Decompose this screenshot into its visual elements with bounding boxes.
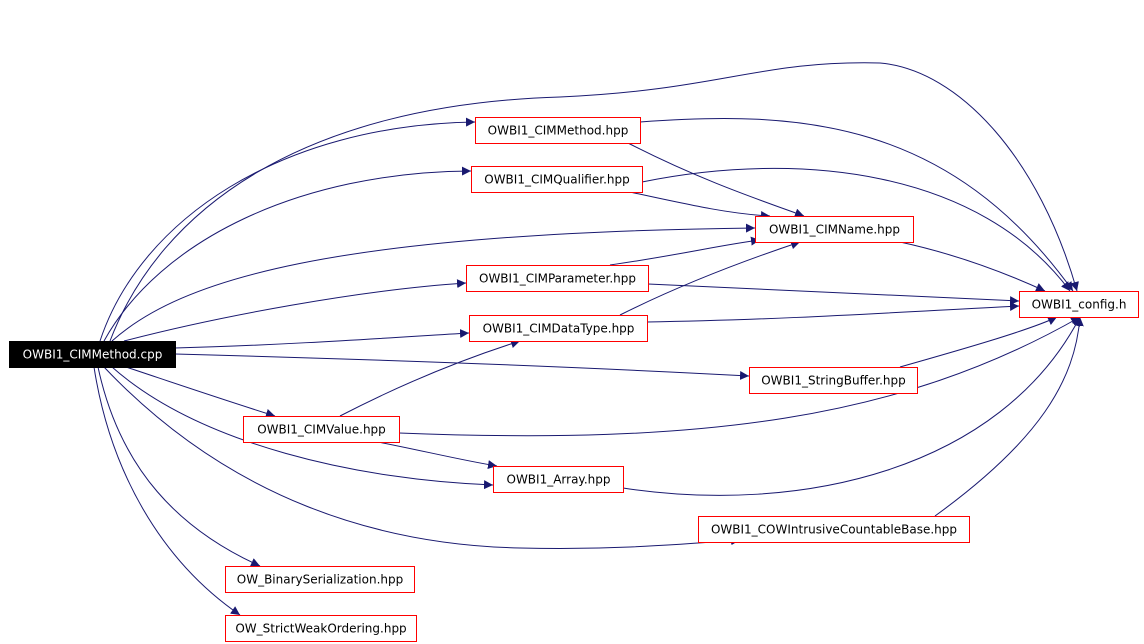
- node-root[interactable]: OWBI1_CIMMethod.cpp: [9, 341, 176, 368]
- edge-root-to-cimqualifier: [103, 166, 472, 342]
- edges-layer: [93, 62, 1084, 616]
- node-label: OW_BinarySerialization.hpp: [237, 573, 403, 587]
- node-cimdatatype[interactable]: OWBI1_CIMDataType.hpp: [469, 315, 648, 342]
- node-stringbuffer[interactable]: OWBI1_StringBuffer.hpp: [749, 367, 918, 394]
- edge-cimdatatype-to-cimname: [619, 240, 801, 316]
- node-box: [475, 117, 641, 144]
- node-label: OWBI1_CIMValue.hpp: [257, 423, 386, 437]
- node-box: [469, 315, 648, 342]
- edge-stringbuffer-to-config: [899, 316, 1058, 368]
- node-box: [466, 265, 649, 292]
- node-box: [698, 516, 970, 543]
- node-box: [9, 341, 176, 368]
- node-label: OWBI1_CIMParameter.hpp: [479, 272, 636, 286]
- node-label: OWBI1_CIMDataType.hpp: [483, 322, 635, 336]
- edge-cimparameter-to-cimname: [609, 236, 761, 266]
- edge-root-to-swo: [93, 366, 241, 616]
- edge-cimvalue-to-array: [377, 441, 498, 470]
- edge-root-to-cimmethod_hpp: [99, 117, 476, 342]
- edge-root-to-cimname: [111, 223, 756, 342]
- edge-cimvalue-to-cimdatatype: [339, 339, 521, 417]
- nodes-layer: OWBI1_CIMMethod.cpp OWBI1_CIMMethod.hppOW…: [9, 117, 1139, 642]
- node-label: OWBI1_config.h: [1032, 298, 1127, 312]
- node-label: OW_StrictWeakOrdering.hpp: [235, 622, 406, 636]
- node-box: [1019, 291, 1139, 318]
- node-box: [493, 466, 624, 493]
- node-label: OWBI1_CIMQualifier.hpp: [484, 173, 630, 187]
- edge-cimqualifier-to-cimname: [629, 191, 771, 221]
- node-label: OWBI1_CIMMethod.hpp: [488, 124, 629, 138]
- node-binser[interactable]: OW_BinarySerialization.hpp: [225, 566, 415, 593]
- node-cimmethod_hpp[interactable]: OWBI1_CIMMethod.hpp: [475, 117, 641, 144]
- edge-root-to-cow: [103, 366, 741, 550]
- edge-cimmethod_hpp-to-cimname: [627, 142, 805, 218]
- edge-root-to-binser: [97, 366, 261, 567]
- edge-cimparameter-to-config: [647, 283, 1020, 306]
- edge-cimname-to-config: [899, 241, 1046, 292]
- node-cimqualifier[interactable]: OWBI1_CIMQualifier.hpp: [471, 166, 643, 193]
- edge-array-to-config: [622, 316, 1081, 496]
- edge-root-to-cimdatatype: [174, 329, 470, 349]
- edge-root-to-cimvalue: [125, 366, 276, 418]
- node-cimparameter[interactable]: OWBI1_CIMParameter.hpp: [466, 265, 649, 292]
- node-label: OWBI1_Array.hpp: [507, 473, 611, 487]
- node-box: [243, 416, 400, 443]
- node-cimname[interactable]: OWBI1_CIMName.hpp: [755, 216, 914, 243]
- node-cimvalue[interactable]: OWBI1_CIMValue.hpp: [243, 416, 400, 443]
- edge-cimmethod_hpp-to-config: [639, 117, 1074, 292]
- node-box: [225, 566, 415, 593]
- node-label: OWBI1_CIMName.hpp: [769, 223, 900, 237]
- edge-cow-to-config: [934, 316, 1084, 517]
- edge-root-to-cimparameter: [123, 279, 467, 342]
- edge-root-to-array: [111, 366, 494, 490]
- node-label: OWBI1_CIMMethod.cpp: [23, 348, 163, 362]
- edge-cimvalue-to-config: [398, 316, 1081, 437]
- node-box: [225, 615, 417, 642]
- edge-root-to-stringbuffer: [174, 353, 750, 381]
- edge-root-to-config: [109, 62, 1079, 342]
- node-array[interactable]: OWBI1_Array.hpp: [493, 466, 624, 493]
- node-config[interactable]: OWBI1_config.h: [1019, 291, 1139, 318]
- edge-cimqualifier-to-config: [641, 167, 1071, 292]
- node-label: OWBI1_StringBuffer.hpp: [761, 374, 906, 388]
- node-cow[interactable]: OWBI1_COWIntrusiveCountableBase.hpp: [698, 516, 970, 543]
- node-box: [755, 216, 914, 243]
- edge-cimdatatype-to-config: [646, 301, 1020, 323]
- node-box: [471, 166, 643, 193]
- node-label: OWBI1_COWIntrusiveCountableBase.hpp: [711, 523, 957, 537]
- node-box: [749, 367, 918, 394]
- node-swo[interactable]: OW_StrictWeakOrdering.hpp: [225, 615, 417, 642]
